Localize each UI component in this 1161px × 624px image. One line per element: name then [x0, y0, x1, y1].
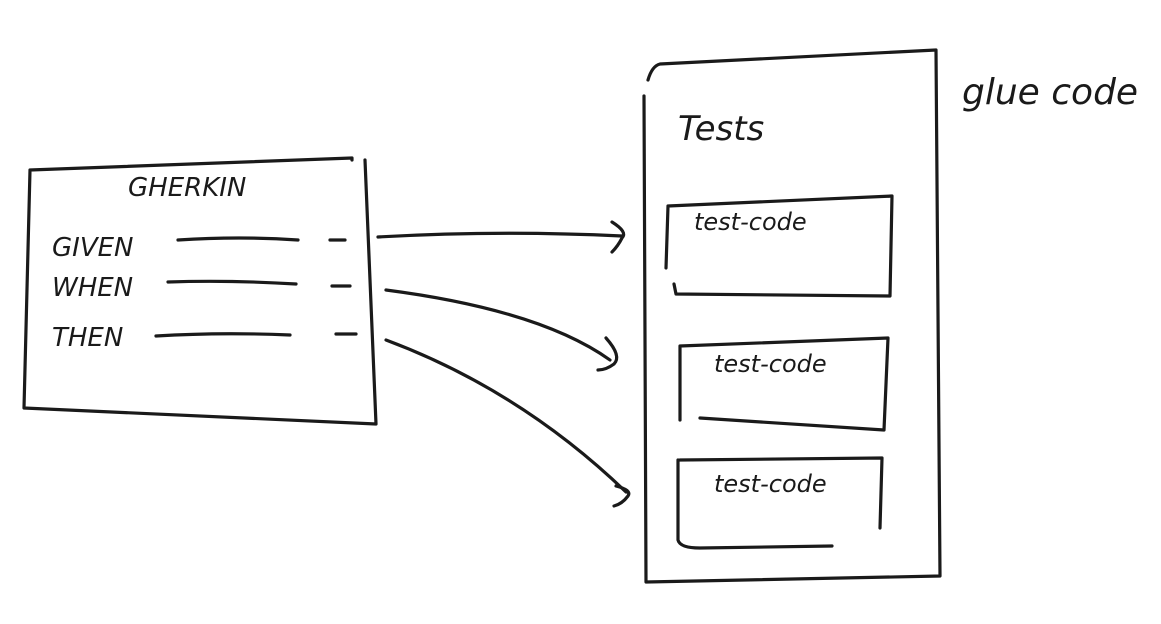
arrow-when: [384, 288, 612, 362]
glue-code-annotation: glue code: [962, 72, 1138, 113]
gherkin-title: GHERKIN: [128, 173, 246, 203]
test-block-2-label: test-code: [714, 350, 827, 378]
step-then: THEN: [52, 323, 123, 353]
test-block-1-label: test-code: [694, 208, 807, 236]
tests-title: Tests: [678, 109, 764, 149]
given-line: [176, 236, 347, 242]
then-line: [154, 332, 358, 338]
test-block-1: [664, 194, 894, 298]
test-block-2: [678, 336, 890, 432]
test-block-3: [676, 456, 884, 550]
arrow-then: [384, 338, 628, 494]
arrow-given: [376, 231, 624, 239]
arrows: [376, 220, 631, 508]
when-line: [166, 279, 352, 288]
test-block-3-label: test-code: [714, 470, 827, 498]
step-given: GIVEN: [52, 233, 133, 263]
step-when: WHEN: [52, 273, 133, 303]
gherkin-box: GHERKIN GIVEN WHEN THEN: [22, 156, 378, 426]
tests-box: Tests test-code test-code test-code: [642, 48, 942, 584]
